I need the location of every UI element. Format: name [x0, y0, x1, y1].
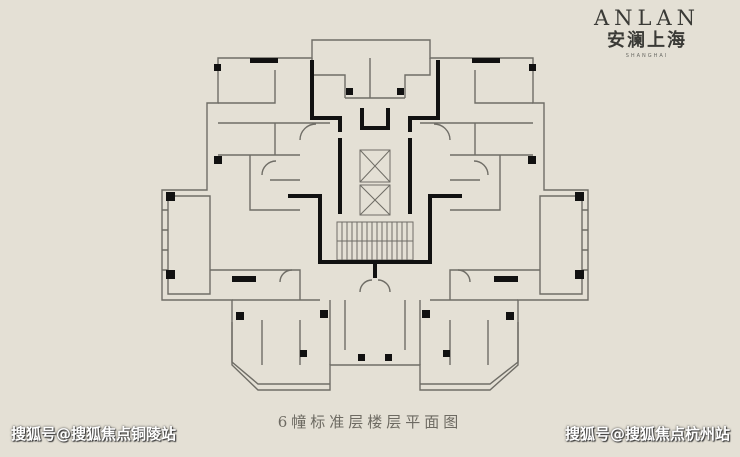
elevator-cross [359, 149, 391, 183]
brand-name-cn: 安澜上海 [607, 30, 687, 51]
watermark-left: 搜狐号@搜狐焦点铜陵站 [11, 425, 177, 443]
room-partition [420, 70, 533, 156]
door-swing [377, 279, 391, 293]
room-partition [218, 70, 330, 156]
door-swing [473, 160, 489, 176]
column [506, 312, 514, 320]
room-partition [311, 58, 431, 98]
room-partition [345, 58, 405, 99]
door-swing [359, 279, 373, 293]
door-swing [299, 123, 317, 141]
room-partition [329, 300, 421, 365]
column [528, 156, 536, 164]
stair-treads [337, 222, 413, 260]
structural-wall [360, 108, 390, 130]
column [397, 88, 404, 95]
structural-wall [310, 60, 440, 132]
elevator-cross [359, 184, 391, 216]
brand-location: SHANGHAI [625, 53, 669, 59]
column [472, 58, 500, 63]
column [166, 192, 175, 201]
column [320, 310, 328, 318]
door-swing [457, 269, 471, 283]
column [358, 354, 365, 361]
brand-name-en: ANLAN [593, 6, 701, 30]
door-swing [261, 160, 277, 176]
door-swing [433, 123, 451, 141]
column [214, 64, 221, 71]
room-partition [210, 269, 320, 301]
column [575, 270, 584, 279]
column [214, 156, 222, 164]
window-line [162, 209, 168, 271]
inner-outline [539, 195, 583, 295]
balcony-right [420, 322, 519, 385]
window-line [582, 209, 588, 271]
column [250, 58, 278, 63]
column [443, 350, 450, 357]
brand-logo: ANLAN 安澜上海 SHANGHAI [582, 6, 712, 60]
balcony-left [231, 322, 330, 385]
room-partition [249, 155, 300, 211]
column [494, 276, 518, 282]
floor-plan-caption: 6幢标准层楼层平面图 [277, 413, 463, 431]
elevator-shaft [359, 149, 391, 183]
room-partition [430, 269, 540, 301]
column [346, 88, 353, 95]
column [166, 270, 175, 279]
column [385, 354, 392, 361]
column [300, 350, 307, 357]
room-partition [261, 320, 489, 365]
door-swing [279, 269, 293, 283]
elevator-shaft [359, 184, 391, 216]
room-partition [450, 155, 501, 211]
inner-outline [167, 195, 211, 295]
column [575, 192, 584, 201]
watermark-right: 搜狐号@搜狐焦点杭州站 [564, 425, 730, 443]
column [236, 312, 244, 320]
column [422, 310, 430, 318]
structural-wall [338, 138, 412, 214]
column [529, 64, 536, 71]
column [232, 276, 256, 282]
